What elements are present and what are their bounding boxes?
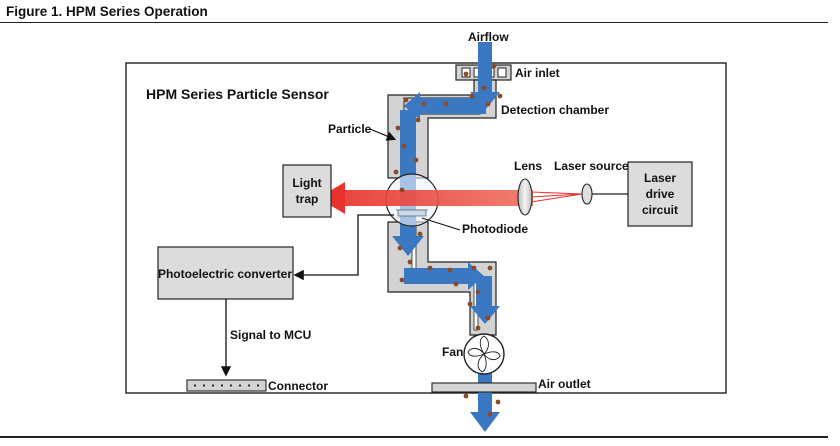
air-inlet-label: Air inlet <box>515 66 560 80</box>
air-outlet-label: Air outlet <box>538 377 591 391</box>
fan-label: Fan <box>442 345 463 359</box>
photoelectric-converter-label: Photoelectric converter <box>158 267 292 281</box>
laser-source <box>581 183 593 205</box>
laser-drive-label-1: Laser <box>644 171 676 185</box>
laser-drive-label-3: circuit <box>642 203 678 217</box>
detection-chamber-label: Detection chamber <box>501 103 609 117</box>
air-outlet <box>431 382 537 393</box>
photoelectric-converter-box <box>157 246 294 300</box>
bottom-divider <box>0 436 828 438</box>
fan-icon <box>463 333 505 375</box>
particle-label: Particle <box>328 122 372 136</box>
sensor-title: HPM Series Particle Sensor <box>146 86 329 102</box>
laser-rays <box>530 191 583 203</box>
photodiode-leader <box>421 217 461 231</box>
photodiode-label: Photodiode <box>462 222 528 236</box>
laser-source-label: Laser source <box>554 159 629 173</box>
light-trap-label-2: trap <box>296 192 319 206</box>
laser-drive-label-2: drive <box>646 187 675 201</box>
connector-label: Connector <box>268 379 328 393</box>
airflow-label: Airflow <box>468 30 509 44</box>
signal-to-mcu-label: Signal to MCU <box>230 328 311 342</box>
light-trap-label-1: Light <box>292 176 321 190</box>
laser-drive-circuit-box <box>627 161 693 227</box>
connector <box>186 379 267 392</box>
lens-label: Lens <box>514 159 542 173</box>
particle-pointer <box>369 128 397 141</box>
photodiode <box>397 209 427 217</box>
signal-line-photodiode <box>293 214 394 281</box>
figure-title: Figure 1. HPM Series Operation <box>6 4 208 19</box>
lens <box>517 178 533 216</box>
particles <box>393 63 503 417</box>
top-divider <box>0 22 828 23</box>
light-trap-box <box>282 164 332 218</box>
